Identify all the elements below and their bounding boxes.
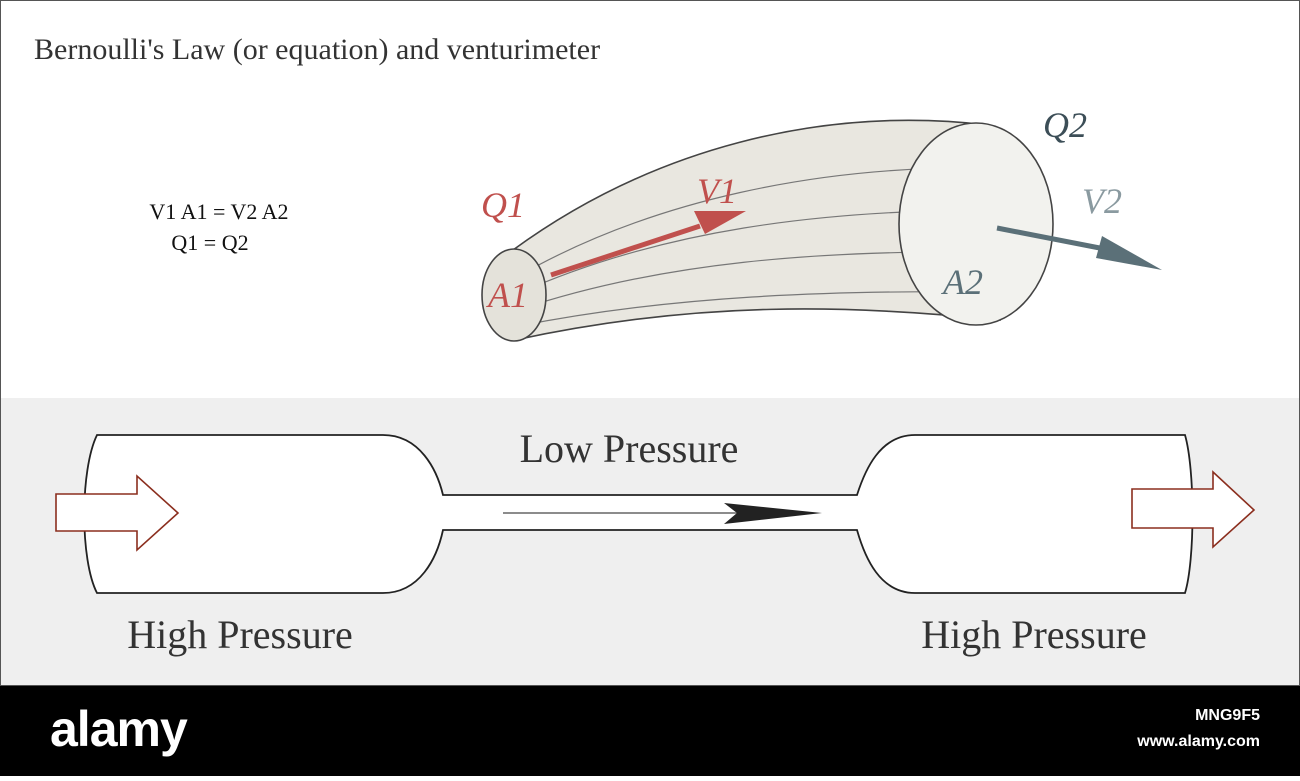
venturi-outline: [83, 434, 1194, 594]
footer-bar: [0, 686, 1300, 776]
venturi-tube: [83, 434, 1194, 594]
label-a1: A1: [486, 275, 528, 315]
high-pressure-left-label: High Pressure: [127, 612, 353, 657]
site-url: www.alamy.com: [1137, 733, 1260, 750]
inlet-arrow-head: [694, 211, 746, 234]
outlet-velocity-arrow: [996, 225, 1162, 270]
label-q2: Q2: [1043, 105, 1087, 145]
inlet-arrow-shaft: [550, 223, 701, 278]
brand-logo: alamy: [50, 701, 188, 757]
label-q1: Q1: [481, 185, 525, 225]
high-pressure-right-label: High Pressure: [921, 612, 1147, 657]
diagram-title: Bernoulli's Law (or equation) and ventur…: [34, 33, 600, 66]
outlet-arrow-head: [1096, 236, 1162, 270]
low-pressure-label: Low Pressure: [520, 426, 739, 471]
outlet-arrow-shaft: [996, 225, 1111, 253]
inlet-hollow-arrow: [55, 474, 180, 552]
inlet-cross-section: [481, 248, 547, 342]
outlet-cross-section: [898, 122, 1054, 326]
flow-arrow-head: [724, 503, 822, 524]
label-v2: V2: [1082, 181, 1122, 221]
inlet-velocity-arrow: [550, 211, 746, 278]
outlet-hollow-arrow: [1131, 470, 1256, 549]
curved-pipe: [481, 119, 1054, 342]
label-v1: V1: [697, 171, 737, 211]
label-a2: A2: [941, 262, 983, 302]
flow-equality-equation: Q1 = Q2: [171, 230, 248, 255]
continuity-equation: V1 A1 = V2 A2: [149, 199, 288, 224]
image-id: MNG9F5: [1195, 707, 1260, 724]
